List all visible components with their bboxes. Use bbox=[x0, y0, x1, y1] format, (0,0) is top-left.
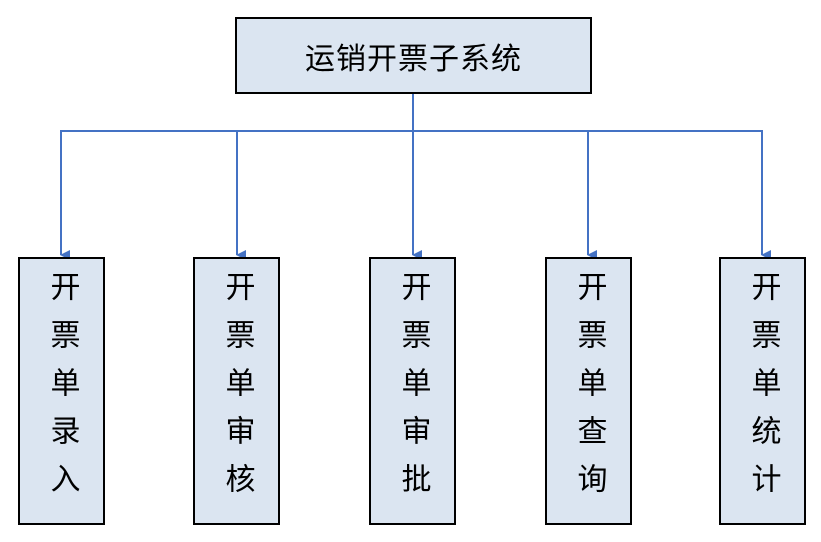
node-invoice-approval: 开票单审批 bbox=[369, 257, 456, 525]
node-invoice-approval-label: 开票单审批 bbox=[395, 271, 431, 511]
root-node-label: 运销开票子系统 bbox=[305, 41, 522, 77]
root-node: 运销开票子系统 bbox=[235, 17, 592, 94]
node-invoice-statistics-label: 开票单统计 bbox=[745, 271, 781, 511]
node-invoice-statistics: 开票单统计 bbox=[719, 257, 806, 525]
node-invoice-entry-label: 开票单录入 bbox=[44, 271, 80, 511]
node-invoice-review-label: 开票单审核 bbox=[219, 271, 255, 511]
node-invoice-query: 开票单查询 bbox=[545, 257, 632, 525]
node-invoice-entry: 开票单录入 bbox=[18, 257, 105, 525]
node-invoice-query-label: 开票单查询 bbox=[571, 271, 607, 511]
node-invoice-review: 开票单审核 bbox=[193, 257, 280, 525]
